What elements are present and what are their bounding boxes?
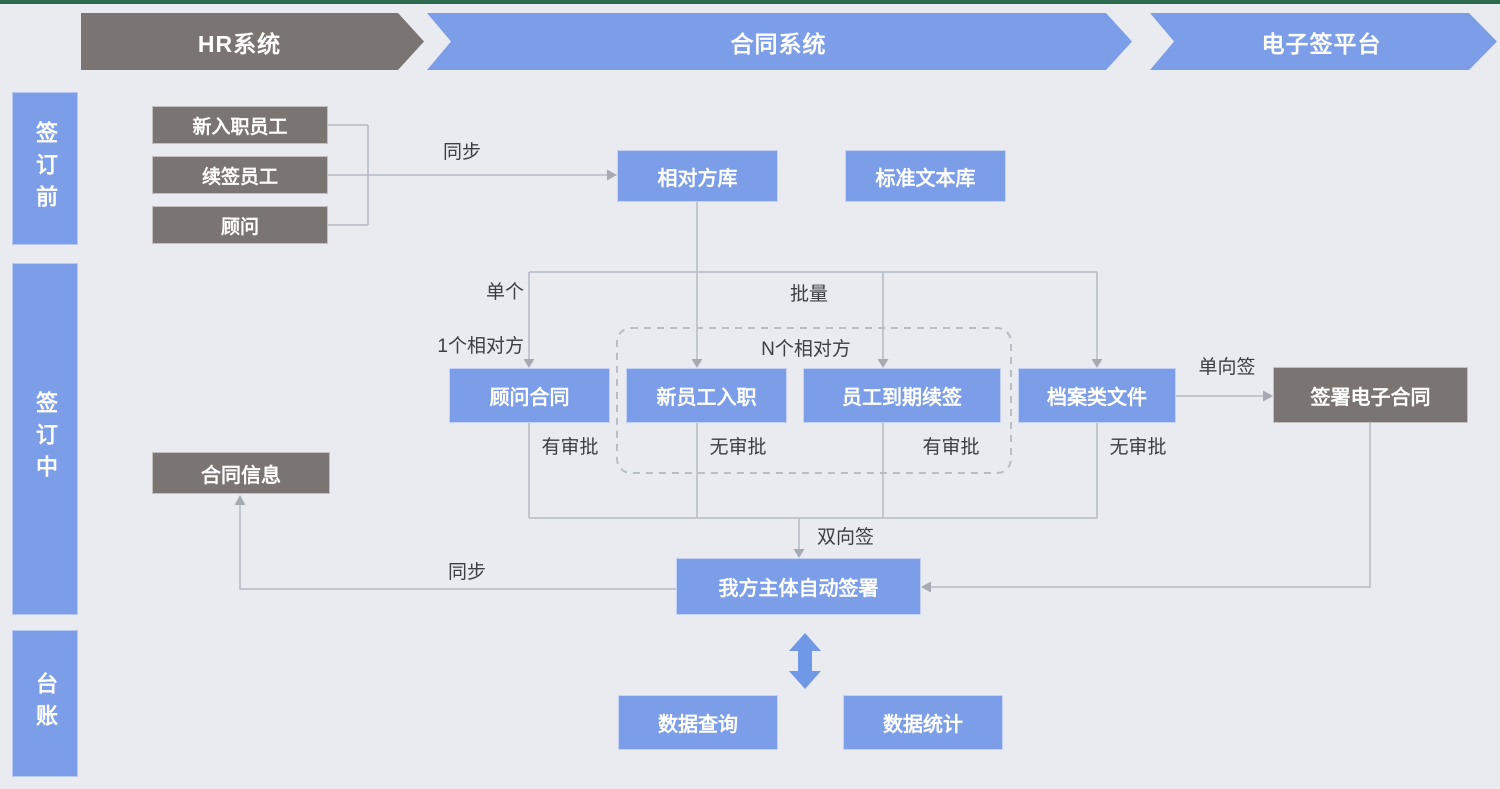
- edge-collector-line: [528, 423, 1098, 519]
- node-data-statistics: 数据统计: [843, 695, 1003, 750]
- rail-ledger: 台账: [12, 630, 78, 777]
- edge-autosign-to-contractinfo: [239, 503, 676, 590]
- edge-branch-line: [528, 271, 1098, 361]
- node-new-hire: 新入职员工: [152, 106, 328, 144]
- edge-label-sync-top: 同步: [442, 142, 481, 163]
- node-employee-renewal: 员工到期续签: [803, 368, 1001, 423]
- arrowheads: [234, 169, 1273, 593]
- edge-label-one-way-sign: 单向签: [1198, 357, 1256, 378]
- edge-hr-to-counterparty-db: [328, 124, 608, 226]
- edge-label-one-counterparty: 1个相对方: [437, 336, 524, 357]
- rail-before-signing: 签订前: [12, 92, 78, 245]
- banner-arrow-hr-system: [81, 13, 424, 70]
- node-consultant-contract: 顾问合同: [449, 368, 610, 423]
- edge-label-two-way-sign: 双向签: [817, 527, 875, 548]
- banner-arrow-esign-platform: [1150, 13, 1497, 70]
- edge-label-with-approval-1: 有审批: [541, 437, 599, 458]
- node-contract-info: 合同信息: [152, 452, 330, 494]
- batch-group-dashed-border: [616, 327, 1012, 474]
- node-renew-employee: 续签员工: [152, 156, 328, 194]
- node-data-query: 数据查询: [618, 695, 778, 750]
- banner-label-contract-system: 合同系统: [730, 30, 827, 57]
- rail-during-signing: 签订中: [12, 263, 78, 615]
- node-consultant: 顾问: [152, 206, 328, 244]
- node-standard-text-db: 标准文本库: [845, 150, 1006, 202]
- double-arrow-icon: [789, 633, 821, 689]
- edge-label-without-approval-2: 无审批: [1109, 437, 1167, 458]
- node-archive-files: 档案类文件: [1018, 368, 1176, 423]
- node-sign-electronic-contract: 签署电子合同: [1273, 367, 1468, 423]
- edge-label-batch: 批量: [789, 284, 828, 305]
- edge-label-with-approval-2: 有审批: [922, 437, 980, 458]
- edge-sign-to-autosign-return: [930, 423, 1371, 588]
- node-counterparty-db: 相对方库: [617, 150, 778, 202]
- banner-arrow-contract-system: [427, 13, 1132, 70]
- edge-label-n-counterparties: N个相对方: [761, 339, 851, 360]
- edge-label-sync-bottom: 同步: [447, 562, 486, 583]
- node-our-party-auto-sign: 我方主体自动签署: [676, 558, 921, 615]
- edge-label-single: 单个: [485, 282, 524, 303]
- node-new-employee-onboarding: 新员工入职: [626, 368, 787, 423]
- banner-label-esign-platform: 电子签平台: [1261, 30, 1382, 57]
- edge-label-without-approval-1: 无审批: [709, 437, 767, 458]
- banner-label-hr-system: HR系统: [197, 30, 282, 57]
- connector-lines: [239, 124, 1371, 590]
- top-green-strip: [0, 0, 1500, 4]
